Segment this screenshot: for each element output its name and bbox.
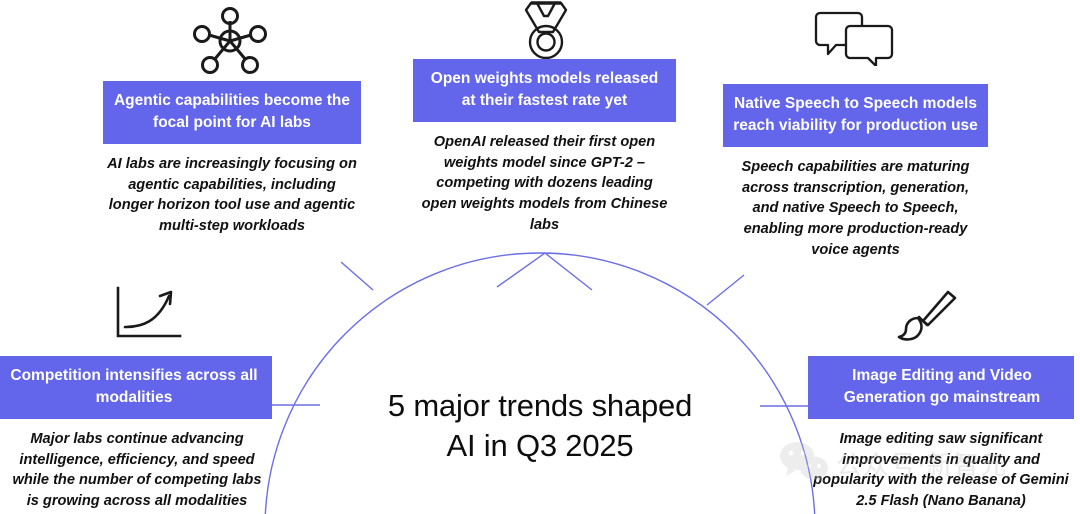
medal-icon [517, 0, 575, 62]
trend-card-competition: Competition intensifies across all modal… [0, 356, 272, 512]
trend-body-speech: Speech capabilities are maturing across … [741, 159, 970, 258]
connector-speech [706, 274, 745, 306]
trend-heading-agentic: Agentic capabilities become the focal po… [103, 81, 361, 144]
trend-card-agentic: Agentic capabilities become the focal po… [103, 81, 361, 237]
trend-card-open-weights: Open weights models released at their fa… [413, 59, 676, 236]
speech-bubbles-icon [812, 8, 898, 66]
connector-open-weights [496, 252, 546, 288]
connector-agentic [340, 261, 374, 291]
trend-body-agentic: AI labs are increasingly focusing on age… [107, 156, 357, 235]
trend-heading-open-weights: Open weights models released at their fa… [413, 59, 676, 122]
trend-card-speech: Native Speech to Speech models reach via… [723, 84, 988, 261]
trend-heading-competition: Competition intensifies across all modal… [0, 356, 272, 419]
center-title-line-2: AI in Q3 2025 [446, 427, 634, 463]
trend-heading-image-video: Image Editing and Video Generation go ma… [808, 356, 1074, 419]
trend-heading-speech: Native Speech to Speech models reach via… [723, 84, 988, 147]
trend-body-open-weights: OpenAI released their first open weights… [421, 134, 668, 233]
paintbrush-icon [893, 285, 961, 343]
trend-body-image-video: Image editing saw significant improvemen… [813, 431, 1069, 510]
center-circle-outline [264, 252, 816, 514]
network-hub-icon [189, 3, 271, 75]
trend-body-competition: Major labs continue advancing intelligen… [12, 431, 262, 510]
center-title-line-1: 5 major trends shaped [387, 388, 693, 423]
connector-open-weights-2 [544, 252, 593, 291]
center-title: 5 major trends shaped AI in Q3 2025 [330, 386, 750, 465]
growth-chart-icon [112, 286, 184, 342]
trend-card-image-video: Image Editing and Video Generation go ma… [808, 356, 1074, 512]
